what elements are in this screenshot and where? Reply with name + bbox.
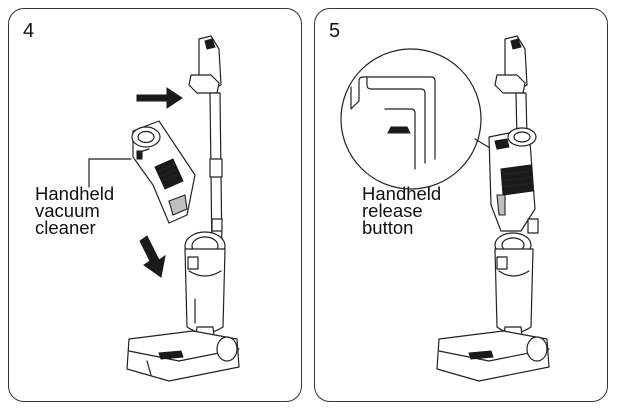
release-button-caption: Handheld release button — [362, 183, 442, 238]
stick-vacuum — [126, 35, 240, 382]
stick-vacuum — [436, 35, 550, 382]
caption-line: Handheld — [35, 183, 115, 204]
step-4-illustration — [88, 35, 240, 382]
arrow-down-right-icon — [139, 235, 166, 278]
caption-line: Handheld — [362, 183, 442, 204]
arrow-right-icon — [136, 87, 183, 109]
caption-leader-line — [88, 158, 132, 188]
caption-line: release — [362, 200, 423, 221]
caption-line: vacuum — [35, 200, 100, 221]
handheld-unit — [131, 120, 196, 224]
step-number: 5 — [329, 20, 341, 42]
caption-line: button — [362, 217, 414, 238]
step-number: 4 — [23, 20, 35, 42]
step-panel-4: 4 — [8, 8, 302, 402]
magnifier-callout-icon — [340, 48, 496, 190]
step-panel-5: 5 — [314, 8, 608, 402]
caption-line: cleaner — [35, 217, 96, 238]
handheld-caption: Handheld vacuum cleaner — [35, 183, 115, 238]
step-5-illustration — [340, 35, 550, 382]
